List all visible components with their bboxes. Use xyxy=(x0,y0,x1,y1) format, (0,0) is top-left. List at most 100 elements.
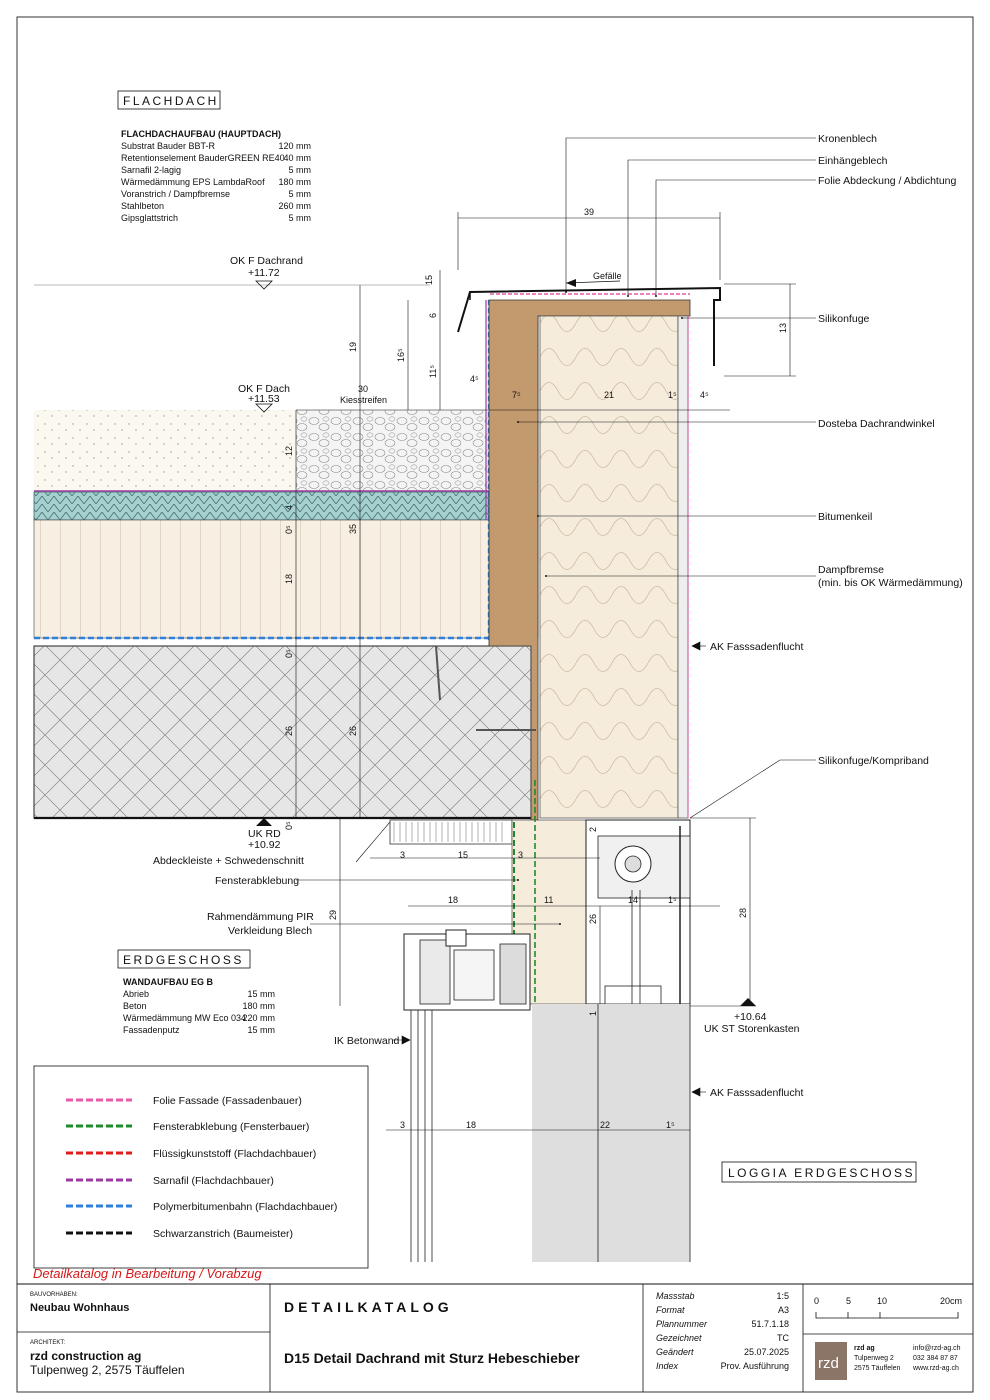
company-phone: 032 384 87 87 xyxy=(913,1355,958,1362)
meta-value: 51.7.1.18 xyxy=(751,1319,789,1329)
meta-label: Format xyxy=(656,1305,685,1315)
meta-value: 1:5 xyxy=(776,1291,789,1301)
roof-row-value: 40 mm xyxy=(283,153,311,163)
meta-value: Prov. Ausführung xyxy=(721,1361,789,1371)
roof-row-value: 5 mm xyxy=(289,213,312,223)
label-einhaengeblech: Einhängeblech xyxy=(818,155,888,167)
label-ak-fassadenflucht-1: AK Fasssadenflucht xyxy=(710,641,803,653)
dim-13: 13 xyxy=(778,323,788,333)
level-uk-st-label: UK ST Storenkasten xyxy=(704,1023,800,1035)
loggia-title: LOGGIA ERDGESCHOSS xyxy=(728,1166,915,1180)
label-dampfbremse-note: (min. bis OK Wärmedämmung) xyxy=(818,577,963,589)
dim-15c: 15 xyxy=(458,850,468,860)
dim-15: 15 xyxy=(424,275,434,285)
dim-165: 16⁵ xyxy=(396,348,406,362)
level-uk-rd-value: +10.92 xyxy=(248,839,281,851)
label-ak-fassadenflucht-2: AK Fasssadenflucht xyxy=(710,1087,803,1099)
dim-45b: 4⁵ xyxy=(700,390,709,400)
level-markers: OK F Dachrand +11.72 OK F Dach +11.53 UK… xyxy=(34,255,800,1035)
dim-2: 2 xyxy=(588,827,598,832)
dim-15e: 1⁵ xyxy=(666,1120,675,1130)
legend-label: Flüssigkunststoff (Flachdachbauer) xyxy=(153,1148,316,1160)
label-dosteba: Dosteba Dachrandwinkel xyxy=(818,418,935,430)
scale-tick: 5 xyxy=(846,1296,851,1306)
dim-11: 11 xyxy=(544,895,553,905)
scale-bar: 0 5 10 20cm xyxy=(814,1296,962,1319)
dim-28: 28 xyxy=(738,908,748,918)
label-silikonfuge: Silikonfuge xyxy=(818,313,870,325)
wall-row-value: 220 mm xyxy=(242,1013,275,1023)
leader-lines xyxy=(296,137,816,1097)
roof-buildup-heading: FLACHDACHAUFBAU (HAUPTDACH) xyxy=(121,129,281,139)
meta-label: Massstab xyxy=(656,1291,695,1301)
dim-115: 11⁵ xyxy=(428,365,438,378)
logo-text: rzd xyxy=(818,1355,839,1372)
roof-row-value: 120 mm xyxy=(278,141,311,151)
wall-buildup-heading: WANDAUFBAU EG B xyxy=(123,977,213,987)
kiesstreifen-label: Kiesstreifen xyxy=(340,395,387,405)
dim-29: 29 xyxy=(328,910,338,920)
dimension-texts: 39 15 6 19 16⁵ 11⁵ 4⁵ 30 Kiesstreifen 7⁵… xyxy=(284,207,788,1130)
dim-26a: 26 xyxy=(284,726,294,736)
meta-value: A3 xyxy=(778,1305,789,1315)
dim-26c: 26 xyxy=(588,914,598,924)
dim-18c: 18 xyxy=(466,1120,476,1130)
label-silikonfuge-kompriband: Silikonfuge/Kompriband xyxy=(818,755,929,767)
legend-label: Fensterabklebung (Fensterbauer) xyxy=(153,1121,309,1133)
meta-label: Gezeichnet xyxy=(656,1333,702,1343)
sheet-frame xyxy=(16,16,974,1393)
label-ik-betonwand: IK Betonwand xyxy=(334,1035,400,1047)
section-flachdach: FLACHDACH xyxy=(117,90,221,110)
label-fensterabklebung: Fensterabklebung xyxy=(215,875,299,887)
label-folie: Folie Abdeckung / Abdichtung xyxy=(818,175,957,187)
label-bitumenkeil: Bitumenkeil xyxy=(818,511,872,523)
dim-05b: 0⁵ xyxy=(284,649,294,658)
bauvorhaben: Neubau Wohnhaus xyxy=(30,1302,129,1314)
company-email: info@rzd-ag.ch xyxy=(913,1345,961,1352)
meta-label: Index xyxy=(656,1361,679,1371)
roof-row-value: 180 mm xyxy=(278,177,311,187)
roof-row-value: 5 mm xyxy=(289,165,312,175)
rzd-logo-icon xyxy=(815,1342,847,1380)
dim-05a: 0⁵ xyxy=(284,525,294,534)
scale-tick: 20cm xyxy=(940,1296,962,1306)
dim-6: 6 xyxy=(428,313,438,318)
dim-4: 4 xyxy=(284,505,294,510)
wall-row-name: Abrieb xyxy=(123,989,149,999)
dim-26b: 26 xyxy=(348,726,358,736)
section-loggia: LOGGIA ERDGESCHOSS xyxy=(721,1161,917,1183)
roof-row-name: Sarnafil 2-lagig xyxy=(121,165,181,175)
roof-row-name: Gipsglattstrich xyxy=(121,213,178,223)
label-verkleidung: Verkleidung Blech xyxy=(228,925,312,937)
level-ok-dach-value: +11.53 xyxy=(248,393,280,405)
dim-12: 12 xyxy=(284,446,294,456)
level-uk-st-value: +10.64 xyxy=(734,1011,767,1023)
level-ok-dach-label: OK F Dach xyxy=(238,383,290,395)
dim-39: 39 xyxy=(584,207,594,217)
roof-row-name: Wärmedämmung EPS LambdaRoof xyxy=(121,177,265,187)
legend-label: Polymerbitumenbahn (Flachdachbauer) xyxy=(153,1201,337,1213)
legend-label: Folie Fassade (Fassadenbauer) xyxy=(153,1095,302,1107)
dim-3b: 3 xyxy=(518,850,523,860)
company-name: rzd ag xyxy=(854,1345,875,1352)
label-kronenblech: Kronenblech xyxy=(818,133,877,145)
company-city: 2575 Täuffelen xyxy=(854,1365,901,1372)
status-note: Detailkatalog in Bearbeitung / Vorabzug xyxy=(33,1266,262,1281)
dim-75: 7⁵ xyxy=(512,390,521,400)
architekt-label: ARCHITEKT: xyxy=(30,1340,65,1346)
wall-row-value: 15 mm xyxy=(247,989,275,999)
level-ok-dachrand-label: OK F Dachrand xyxy=(230,255,303,267)
wall-row-name: Wärmedämmung MW Eco 034 xyxy=(123,1013,246,1023)
dim-21: 21 xyxy=(604,390,614,400)
scale-tick: 10 xyxy=(877,1296,887,1306)
meta-value: TC xyxy=(777,1333,789,1343)
wall-row-name: Fassadenputz xyxy=(123,1025,180,1035)
roof-row-name: Voranstrich / Dampfbremse xyxy=(121,189,230,199)
roof-row-value: 5 mm xyxy=(289,189,312,199)
legend-label: Sarnafil (Flachdachbauer) xyxy=(153,1175,274,1187)
dim-19: 19 xyxy=(348,342,358,352)
company-web: www.rzd-ag.ch xyxy=(912,1365,959,1372)
legend-label: Schwarzanstrich (Baumeister) xyxy=(153,1228,293,1240)
title-block-texts: BAUVORHABEN: Neubau Wohnhaus ARCHITEKT: … xyxy=(30,1291,962,1380)
